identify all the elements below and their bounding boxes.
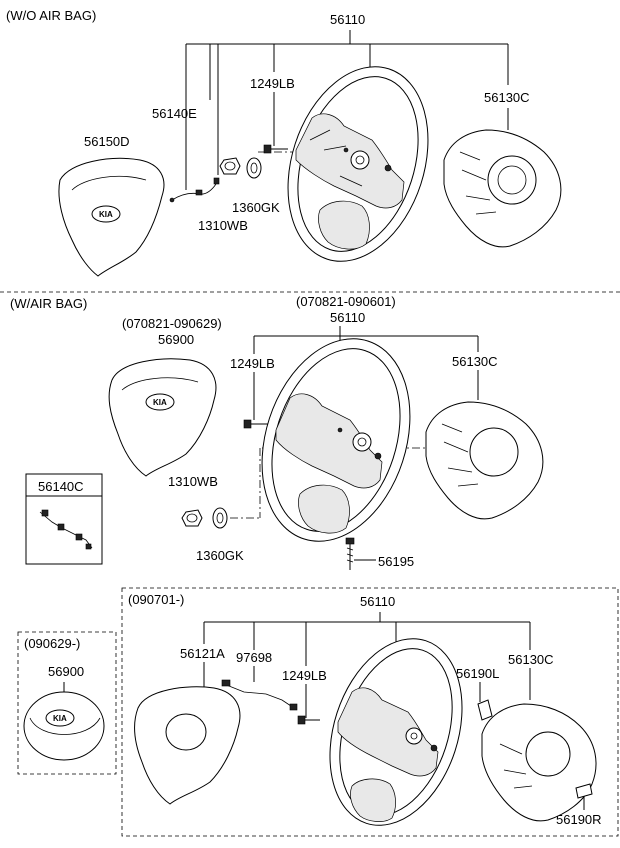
section-title-w-airbag: (W/AIR BAG): [10, 296, 87, 311]
label-1360gk-top: 1360GK: [232, 200, 280, 215]
screw-1249lb-bottom: [297, 715, 320, 725]
wire-harness-56140e: [169, 177, 220, 203]
screw-1249lb: [263, 144, 288, 154]
screw-1249lb-mid: [243, 419, 268, 429]
kia-logo-icon: [91, 205, 121, 223]
label-56150d: 56150D: [84, 134, 130, 149]
section-090701: (090701-) 56110 56121A 97698 1249LB 5619…: [121, 587, 619, 837]
label-56110-top: 56110: [330, 12, 365, 27]
label-1249lb-top: 1249LB: [250, 76, 295, 91]
label-date-090629: (090629-): [24, 636, 80, 651]
svg-text:KIA: KIA: [53, 714, 67, 723]
label-56110-bottom: 56110: [360, 594, 395, 609]
kia-logo-icon: [145, 393, 175, 411]
nut-1310wb-mid: [181, 509, 203, 527]
label-97698: 97698: [236, 650, 272, 665]
airbag-module-56900-bottom: KIA: [23, 691, 105, 761]
washer-1360gk: [246, 157, 262, 179]
label-56140e: 56140E: [152, 106, 197, 121]
label-1249lb-mid: 1249LB: [230, 356, 275, 371]
cover-56130c-top: [443, 129, 562, 248]
svg-text:KIA: KIA: [99, 210, 113, 219]
label-56190l: 56190L: [456, 666, 499, 681]
nut-1310wb: [219, 157, 241, 175]
label-56130c-bottom: 56130C: [508, 652, 554, 667]
horn-pad-56121a: [134, 686, 241, 805]
bolt-56195: [345, 537, 355, 570]
leader-lines-wo: [185, 30, 509, 190]
label-1310wb-top: 1310WB: [198, 218, 248, 233]
label-56900-mid: 56900: [158, 332, 194, 347]
kia-logo-icon: [45, 709, 75, 727]
label-56121a: 56121A: [180, 646, 225, 661]
inset-box-56140c: 56140C: [25, 473, 103, 565]
cover-56130c-mid: [425, 401, 544, 520]
washer-1360gk-mid: [212, 507, 228, 529]
label-56130c-mid: 56130C: [452, 354, 498, 369]
label-56190r: 56190R: [556, 812, 602, 827]
dashed-box-090629: [17, 631, 117, 775]
airbag-module-56900-mid: KIA: [108, 358, 217, 477]
steering-wheel-56110-bottom: [329, 638, 463, 826]
cover-56130c-bottom: [481, 703, 597, 822]
steering-wheel-56110: [287, 66, 429, 262]
label-56140c: 56140C: [38, 479, 84, 494]
steering-wheel-56110-mid: [261, 338, 411, 542]
dashed-box-090701: [121, 587, 619, 837]
section-w-airbag: (W/AIR BAG) (070821-090601) 56110 (07082…: [10, 294, 544, 570]
label-date-070821-090601: (070821-090601): [296, 294, 396, 309]
label-1360gk-mid: 1360GK: [196, 548, 244, 563]
trim-56190r: [575, 783, 593, 799]
airbag-box-090629: (090629-) 56900 KIA: [17, 631, 117, 775]
label-date-070821-090629: (070821-090629): [122, 316, 222, 331]
leader-lines-bottom: [203, 612, 585, 810]
section-title-wo-airbag: (W/O AIR BAG): [6, 8, 96, 23]
wire-97698: [221, 679, 298, 711]
label-56110-mid: 56110: [330, 310, 365, 325]
label-56195: 56195: [378, 554, 414, 569]
horn-pad-56150d: KIA: [58, 157, 165, 277]
label-1249lb-bottom: 1249LB: [282, 668, 327, 683]
label-56130c-top: 56130C: [484, 90, 530, 105]
label-1310wb-mid: 1310WB: [168, 474, 218, 489]
svg-text:KIA: KIA: [153, 398, 167, 407]
section-wo-airbag: (W/O AIR BAG) 56110 1249LB 56130C 56140E…: [6, 8, 562, 277]
trim-56190l: [477, 699, 493, 721]
label-date-090701: (090701-): [128, 592, 184, 607]
label-56900-bottom: 56900: [48, 664, 84, 679]
